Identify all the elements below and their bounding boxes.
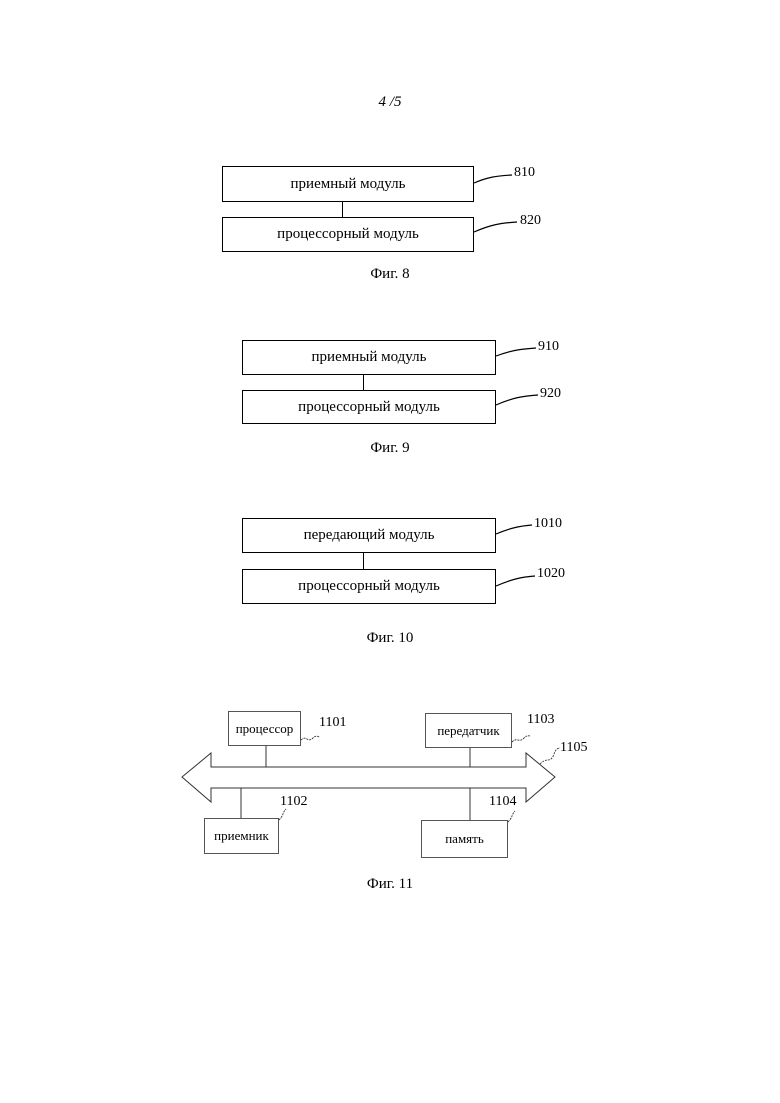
fig11-caption: Фиг. 11 — [330, 876, 450, 893]
fig10-connector — [363, 553, 364, 569]
fig9-connector — [363, 375, 364, 390]
fig9-caption: Фиг. 9 — [330, 440, 450, 457]
fig10-leader-bottom — [496, 576, 535, 586]
fig10-processor-module: процессорный модуль — [242, 569, 496, 604]
fig11-ref-processor: 1101 — [319, 715, 346, 731]
fig11-leader-transmitter — [512, 736, 530, 742]
fig8-leader-top — [474, 175, 512, 183]
fig9-ref-top: 910 — [538, 339, 559, 355]
fig11-ref-memory: 1104 — [489, 794, 516, 810]
fig11-bus-label: шина — [330, 768, 390, 782]
fig8-processor-module: процессорный модуль — [222, 217, 474, 252]
fig8-ref-bottom: 820 — [520, 213, 541, 229]
fig10-transmitting-module: передающий модуль — [242, 518, 496, 553]
fig8-ref-top: 810 — [514, 165, 535, 181]
fig11-leader-bus — [540, 748, 560, 764]
fig11-ref-transmitter: 1103 — [527, 712, 554, 728]
fig9-receiving-module: приемный модуль — [242, 340, 496, 375]
fig11-processor-box: процессор — [228, 711, 301, 746]
fig10-ref-bottom: 1020 — [537, 566, 565, 582]
fig11-leader-receiver — [279, 809, 286, 820]
fig8-receiving-module: приемный модуль — [222, 166, 474, 202]
fig10-leader-top — [496, 525, 532, 534]
fig11-ref-bus: 1105 — [560, 740, 587, 756]
fig11-leader-memory — [508, 811, 515, 822]
fig11-transmitter-box: передатчик — [425, 713, 512, 748]
fig11-receiver-box: приемник — [204, 818, 279, 854]
fig8-leader-bottom — [474, 222, 517, 232]
fig9-processor-module: процессорный модуль — [242, 390, 496, 424]
fig11-leader-processor — [301, 736, 319, 740]
fig9-leader-top — [496, 348, 536, 356]
page-number: 4 /5 — [360, 94, 420, 111]
fig10-ref-top: 1010 — [534, 516, 562, 532]
fig9-ref-bottom: 920 — [540, 386, 561, 402]
fig11-memory-box: память — [421, 820, 508, 858]
fig8-caption: Фиг. 8 — [330, 266, 450, 283]
fig11-ref-receiver: 1102 — [280, 794, 307, 810]
fig8-connector — [342, 202, 343, 217]
fig10-caption: Фиг. 10 — [330, 630, 450, 647]
fig9-leader-bottom — [496, 395, 538, 405]
